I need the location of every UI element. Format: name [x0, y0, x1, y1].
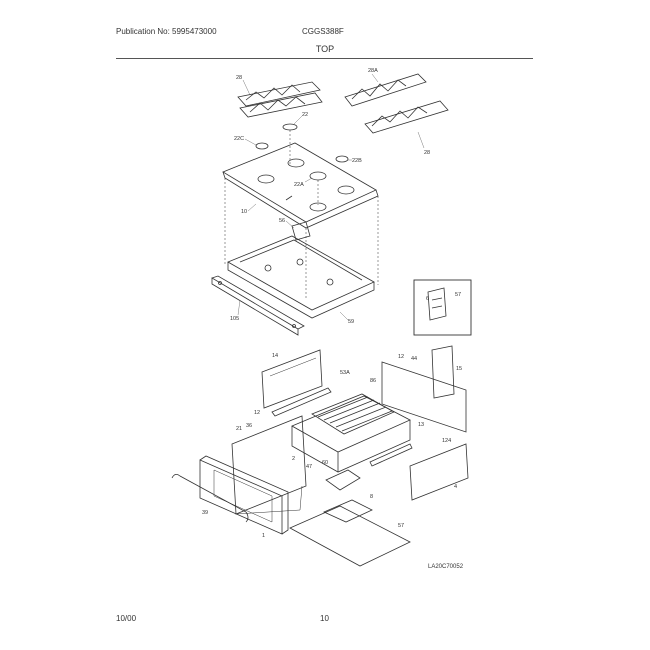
burner-box-drawing	[227, 235, 375, 319]
burner-cap-22	[282, 123, 298, 131]
front-frame-drawing	[231, 415, 307, 515]
inset-detail-box	[413, 279, 472, 336]
label-4: 4	[454, 484, 457, 490]
oven-rack-drawing	[311, 393, 395, 435]
grate-left-drawing	[237, 81, 323, 118]
publication-number: Publication No: 5995473000	[116, 27, 217, 36]
side-trim-drawing	[409, 443, 469, 501]
label-back-left: 12	[398, 354, 404, 360]
label-grate-right-top: 28A	[368, 68, 378, 74]
side-panel-left-drawing	[261, 349, 323, 409]
bake-element-drawing	[323, 499, 373, 523]
page-number: 10	[320, 614, 329, 623]
burner-cap-22a	[309, 171, 327, 181]
label-12: 12	[254, 410, 260, 416]
label-60: 60	[322, 460, 328, 466]
label-rack: 86	[370, 378, 376, 384]
section-title: TOP	[315, 44, 335, 54]
bottom-panel-drawing	[289, 505, 411, 567]
label-cap-center: 22A	[294, 182, 304, 188]
label-53a: 53A	[340, 370, 350, 376]
rack-rail-right-drawing	[369, 443, 413, 467]
label-cooktop: 10	[241, 209, 247, 215]
header-rule	[116, 58, 533, 59]
label-burner-box: 59	[348, 319, 354, 325]
assembly-guide-lines	[224, 130, 379, 300]
door-handle-drawing	[171, 474, 249, 523]
label-47: 47	[306, 464, 312, 470]
label-front-rail: 105	[230, 316, 239, 322]
front-rail-drawing	[211, 275, 305, 336]
side-panel-right-drawing	[381, 361, 467, 433]
label-bottom-panel: 57	[398, 523, 404, 529]
back-panel-drawing	[431, 345, 455, 399]
leader-lines	[237, 73, 425, 321]
bracket-drawing	[291, 221, 311, 241]
grate-right-drawing	[344, 73, 449, 134]
oven-cavity-drawing	[291, 395, 411, 473]
label-inset-right: 57	[455, 292, 461, 298]
label-grate-right-bottom: 28	[424, 150, 430, 156]
label-36: 36	[246, 423, 252, 429]
label-handle: 39	[202, 510, 208, 516]
burner-cap-22b	[335, 155, 349, 163]
model-number: CGGS388F	[302, 27, 344, 36]
label-back-panel: 15	[456, 366, 462, 372]
label-13: 13	[418, 422, 424, 428]
burner-cap-22c	[255, 142, 269, 150]
part-labels: 28 28A 28 22 22C 22B 22A 10 56 105 59 6 …	[202, 68, 462, 539]
label-124: 124	[442, 438, 451, 444]
label-inset-left: 6	[426, 296, 429, 302]
rack-rail-left-drawing	[271, 387, 332, 417]
label-cap-right: 22B	[352, 158, 362, 164]
label-grate-left: 28	[236, 75, 242, 81]
oven-door-drawing	[199, 455, 289, 535]
label-back-right: 44	[411, 356, 417, 362]
label-8: 8	[370, 494, 373, 500]
label-21: 21	[236, 426, 242, 432]
label-2: 2	[292, 456, 295, 462]
label-side-panel-left: 14	[272, 353, 278, 359]
footer-date: 10/00	[116, 614, 137, 623]
element-drawing	[325, 469, 361, 491]
label-cap-left: 22C	[234, 136, 244, 142]
diagram-code: LA20C70052	[428, 564, 464, 570]
label-bracket: 56	[279, 218, 285, 224]
label-burner-cap: 22	[302, 112, 308, 118]
label-door: 1	[262, 533, 265, 539]
